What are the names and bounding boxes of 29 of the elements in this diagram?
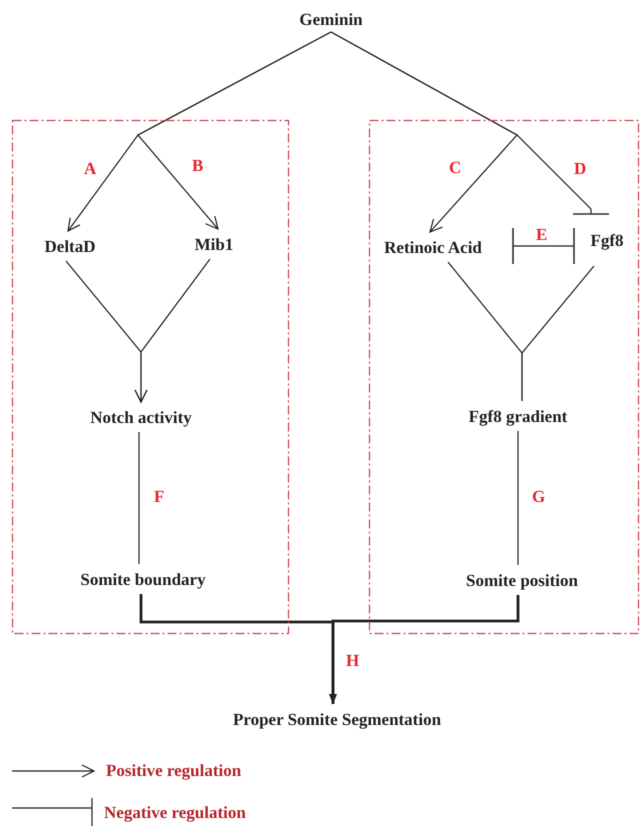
- node-label: Retinoic Acid: [384, 238, 482, 256]
- edge-label: E: [534, 226, 550, 243]
- edge-label: A: [82, 160, 98, 177]
- edge-label: D: [572, 160, 588, 177]
- node-label: Proper Somite Segmentation: [232, 710, 442, 728]
- arrow: [134, 258, 210, 403]
- legend-label: Positive regulation: [106, 762, 242, 779]
- edge-label: B: [190, 157, 206, 174]
- arrow: [137, 31, 332, 230]
- edge-label: G: [530, 488, 548, 505]
- inhibition-line: [330, 31, 610, 215]
- node-label: DeltaD: [44, 238, 96, 254]
- node-label: Geminin: [299, 10, 363, 28]
- legend-label: Negative regulation: [104, 804, 246, 820]
- node-label: Notch activity: [90, 408, 192, 426]
- node-label: Somite boundary: [80, 570, 206, 588]
- node-label: Fgf8 gradient: [468, 408, 568, 424]
- node-label: Mib1: [194, 236, 234, 252]
- connector-line: [138, 432, 140, 564]
- edge-label: F: [152, 488, 166, 505]
- group-frame: [369, 120, 639, 634]
- connector-line: [517, 431, 519, 565]
- inhibition-line: [512, 227, 575, 265]
- group-frame: [12, 120, 289, 634]
- arrow: [329, 595, 520, 704]
- edge-label: H: [344, 652, 362, 669]
- connector-line: [521, 266, 594, 401]
- node-label: Somite position: [466, 572, 578, 588]
- node-label: Fgf8: [590, 232, 624, 248]
